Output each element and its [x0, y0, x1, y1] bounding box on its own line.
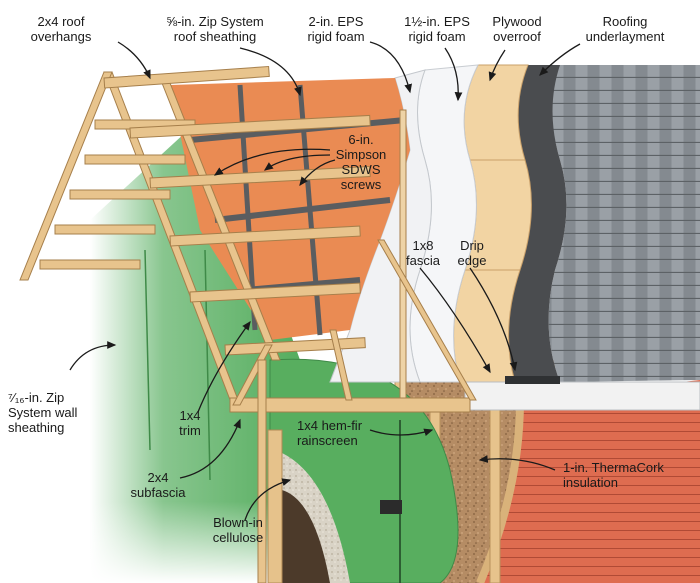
label-eps-2in: 2-in. EPS rigid foam	[296, 14, 376, 44]
leader-plywood-overroof	[488, 49, 506, 82]
label-line: 2-in. EPS	[308, 14, 364, 29]
purlin	[129, 114, 371, 139]
leader-subfascia	[179, 418, 241, 479]
label-line: 2x4 roof	[37, 14, 85, 29]
outlooker	[54, 224, 156, 235]
leader-trim	[197, 320, 251, 413]
label-line: Drip	[460, 238, 484, 253]
leader-thermacork	[478, 455, 556, 471]
label-line: 1x4 hem-fir	[297, 418, 363, 433]
purlin	[224, 337, 366, 356]
label-line: trim	[179, 423, 201, 438]
label-line: 6-in.	[348, 132, 374, 147]
leader-drip-edge	[469, 267, 518, 372]
leader-zip-roof-sheathing	[239, 47, 302, 97]
outlooker	[39, 259, 141, 270]
label-line: 1-in. ThermaCork	[563, 460, 664, 475]
label-line: insulation	[563, 475, 618, 490]
roofing-underlayment-layer	[508, 65, 567, 382]
label-line: overroof	[493, 29, 541, 44]
trim-board	[377, 239, 477, 401]
purlin	[189, 282, 361, 303]
label-line: edge	[457, 253, 487, 268]
label-roof-overhangs: 2x4 roof overhangs	[6, 14, 116, 44]
leader-cellulose	[244, 478, 292, 521]
label-line: screws	[340, 177, 382, 192]
leader-fascia	[419, 267, 491, 374]
label-line: subfascia	[130, 485, 186, 500]
label-line: rigid foam	[408, 29, 466, 44]
label-line: Blown-in	[213, 515, 263, 530]
label-eps-1-5in: 1½-in. EPS rigid foam	[397, 14, 477, 44]
label-line: Roofing	[602, 14, 648, 29]
label-roofing-underlayment: Roofing underlayment	[570, 14, 680, 44]
outlooker	[69, 189, 171, 200]
label-line: Simpson	[335, 147, 387, 162]
wall-seam	[204, 249, 211, 481]
label-line: 1½-in. EPS	[404, 14, 470, 29]
label-line: 1x8	[412, 238, 434, 253]
outlooker	[84, 154, 186, 165]
cellulose-inner	[282, 490, 330, 583]
label-zip-roof-sheathing: ⅝-in. Zip System roof sheathing	[140, 14, 290, 44]
purlin	[169, 225, 361, 247]
label-drip-edge: Drip edge	[452, 238, 492, 268]
drip-edge-flashing	[505, 376, 560, 384]
label-line: cellulose	[212, 530, 264, 545]
leader-sdws-screw-2	[263, 154, 331, 171]
siding-panel	[480, 380, 700, 583]
leader-lines	[69, 41, 581, 521]
label-line: 1x4	[179, 408, 201, 423]
label-line: fascia	[406, 253, 440, 268]
leader-eps-2in	[369, 41, 412, 94]
shingles	[548, 65, 700, 382]
label-fascia: 1x8 fascia	[398, 238, 448, 268]
label-rainscreen: 1x4 hem-fir rainscreen	[297, 418, 387, 448]
label-line: 2x4	[147, 470, 169, 485]
label-line: Plywood	[492, 14, 542, 29]
wall-seam	[144, 249, 151, 451]
label-line: sheathing	[8, 420, 65, 435]
leader-sdws-screw-3	[299, 159, 336, 187]
label-line: rigid foam	[307, 29, 365, 44]
ridge-board	[103, 65, 270, 89]
label-line: roof sheathing	[173, 29, 257, 44]
leader-rainscreen	[369, 428, 434, 437]
rainscreen-batten	[489, 399, 501, 583]
roof-layers	[170, 64, 700, 411]
label-line: ⁷⁄₁₆-in. Zip	[8, 390, 65, 405]
rafter	[19, 71, 113, 281]
fascia-board	[464, 381, 700, 411]
label-zip-wall-sheathing: ⁷⁄₁₆-in. Zip System wall sheathing	[8, 390, 108, 435]
leader-roof-overhangs	[117, 41, 151, 80]
leader-sdws-screw-1	[213, 148, 331, 176]
label-line: ⅝-in. Zip System	[166, 14, 264, 29]
label-line: rainscreen	[297, 433, 358, 448]
stud	[267, 429, 283, 583]
leader-roofing-underlayment	[539, 43, 581, 76]
label-line: System wall	[8, 405, 78, 420]
leader-zip-wall-sheathing	[69, 341, 117, 371]
label-thermacork: 1-in. ThermaCork insulation	[563, 460, 683, 490]
rafter	[329, 329, 353, 401]
label-line: overhangs	[30, 29, 92, 44]
label-plywood-overroof: Plywood overroof	[482, 14, 552, 44]
cellulose-cutaway	[267, 429, 350, 583]
overhang-framing	[19, 65, 477, 583]
trim-board	[257, 359, 267, 583]
purlin	[149, 165, 371, 189]
siding-edge	[476, 399, 524, 583]
label-trim: 1x4 trim	[170, 408, 210, 438]
label-line: underlayment	[585, 29, 665, 44]
label-line: SDWS	[341, 162, 381, 177]
label-cellulose: Blown-in cellulose	[198, 515, 278, 545]
leader-eps-1-5in	[444, 47, 463, 102]
label-sdws-screws: 6-in. Simpson SDWS screws	[326, 132, 396, 192]
label-subfascia: 2x4 subfascia	[118, 470, 198, 500]
tape-flap	[380, 500, 402, 514]
